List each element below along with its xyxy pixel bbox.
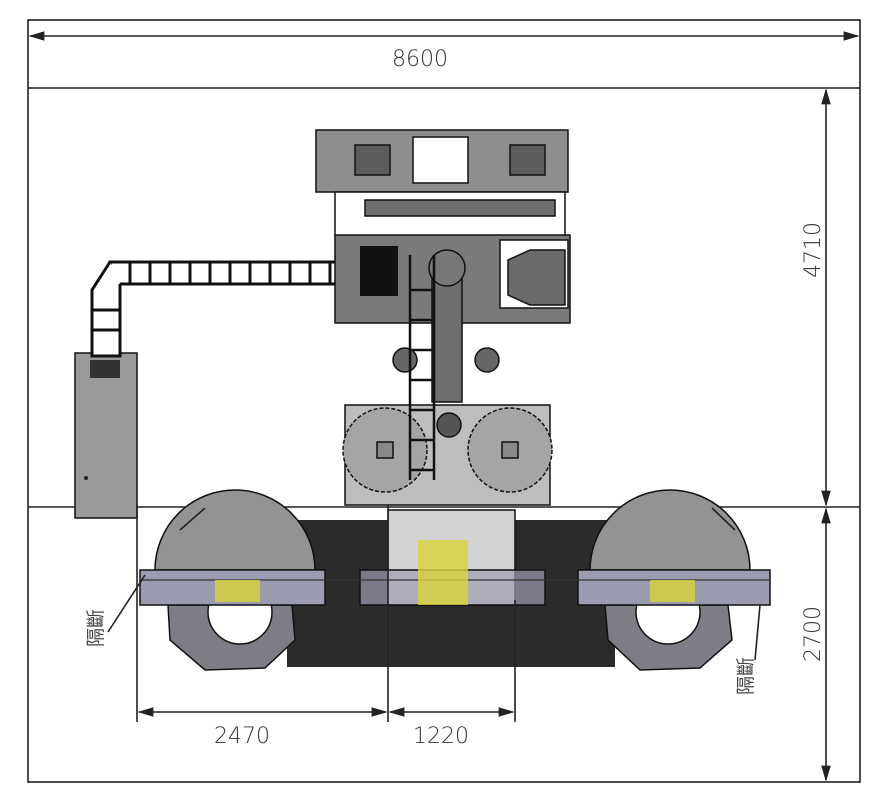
drawing-border [27, 19, 861, 783]
upper-machine-assembly [315, 129, 571, 403]
cable-chain [90, 260, 362, 358]
highlight-right [650, 580, 695, 602]
right-partition-leader [754, 604, 761, 661]
cabinet-handle [84, 476, 88, 480]
highlight-center [418, 540, 468, 605]
left-span-label: 2470 [214, 724, 270, 749]
center-span-label: 1220 [413, 724, 469, 749]
overall-width-label: 8600 [392, 47, 448, 72]
highlight-left [215, 580, 260, 602]
upper-height-label: 4710 [801, 222, 826, 278]
lower-height-label: 2700 [801, 606, 826, 662]
ladder [408, 255, 436, 480]
drum-assembly [342, 404, 553, 506]
cabinet-connector [90, 360, 120, 378]
right-partition-mark [711, 507, 736, 531]
left-partition-mark [179, 507, 206, 531]
left-partition-label: 隔斷 [85, 609, 107, 647]
right-partition-label: 隔斷 [735, 657, 757, 695]
left-partition-leader [107, 574, 146, 633]
